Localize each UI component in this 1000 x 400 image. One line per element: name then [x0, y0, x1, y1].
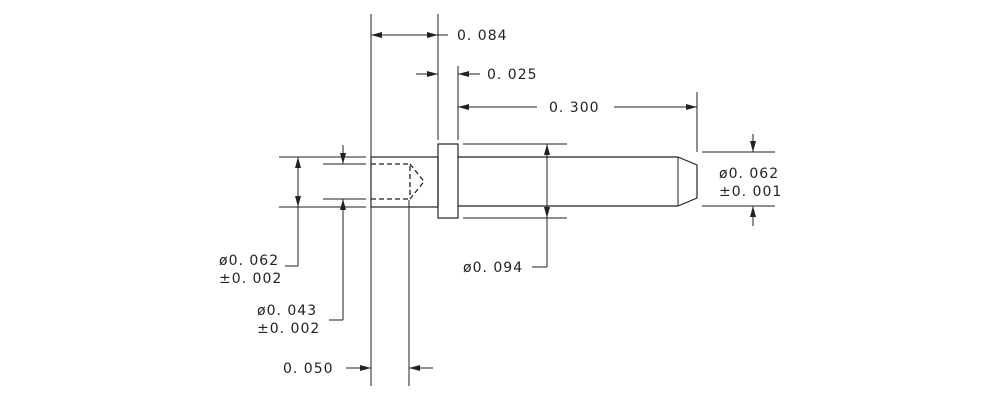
label-bore-depth: 0. 050 — [283, 361, 334, 377]
label-tip-tolerance: ±0. 001 — [719, 184, 782, 200]
dim-flange-diameter — [532, 144, 550, 268]
dim-overall-length — [371, 32, 448, 38]
pin-outline — [370, 143, 698, 219]
hidden-bore — [371, 163, 425, 200]
dim-flange-width — [416, 71, 480, 77]
label-tail-diameter: ø0. 062 — [219, 253, 279, 269]
label-flange-diameter: ø0. 094 — [463, 260, 523, 276]
dim-pin-length — [458, 104, 697, 110]
dim-tail-diameter — [285, 157, 301, 267]
label-tip-diameter: ø0. 062 — [719, 166, 779, 182]
label-flange-width: 0. 025 — [487, 67, 538, 83]
label-overall-length: 0. 084 — [457, 28, 508, 44]
dim-bore-depth — [346, 365, 433, 371]
label-pin-length: 0. 300 — [549, 100, 600, 116]
label-bore-tolerance: ±0. 002 — [257, 321, 320, 337]
horizontal-extensions — [279, 143, 775, 219]
label-tail-tolerance: ±0. 002 — [219, 271, 282, 287]
dim-tip-diameter — [750, 134, 756, 226]
label-bore-diameter: ø0. 043 — [257, 303, 317, 319]
dim-bore-diameter — [329, 145, 346, 321]
